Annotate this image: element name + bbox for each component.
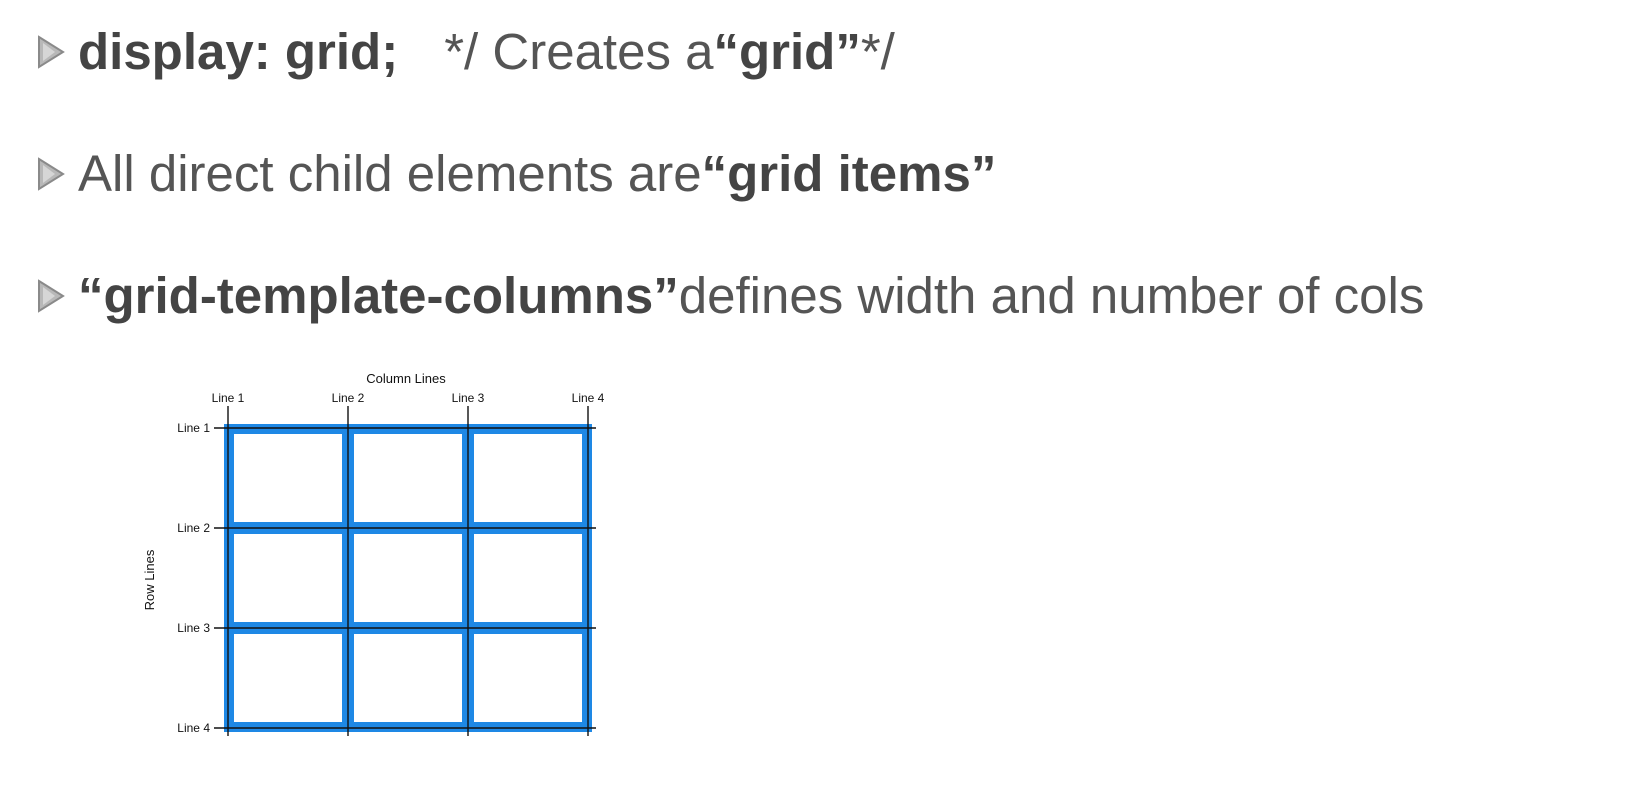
column-lines-title: Column Lines <box>366 372 446 386</box>
code-display-grid: display: grid; <box>78 23 399 80</box>
triangle-bullet-icon <box>38 34 65 69</box>
triangle-bullet-icon <box>38 278 65 313</box>
comment-close: */ <box>860 23 895 80</box>
column-line-label: Line 3 <box>452 391 485 405</box>
bullet-item-display-grid: display: grid; */ Creates a “grid” */ <box>36 26 895 77</box>
comment-text: */ Creates a <box>444 23 714 80</box>
grid-cells <box>224 424 592 732</box>
grid-cell <box>474 434 582 522</box>
row-line-label: Line 3 <box>177 621 210 635</box>
grid-cell <box>234 434 342 522</box>
column-line-group <box>227 406 589 736</box>
grid-cell <box>354 534 462 622</box>
grid-cell <box>234 534 342 622</box>
column-line-labels: Line 1 Line 2 Line 3 Line 4 <box>212 391 605 405</box>
grid-items-term: “grid items” <box>701 145 997 202</box>
row-line-label: Line 1 <box>177 421 210 435</box>
row-line-group <box>214 427 596 729</box>
child-elements-text: All direct child elements are <box>78 145 702 202</box>
grid-cell <box>354 634 462 722</box>
defines-width-text: defines width and number of cols <box>678 267 1425 324</box>
column-line-label: Line 1 <box>212 391 245 405</box>
grid-cell <box>354 434 462 522</box>
grid-term: “grid” <box>713 23 861 80</box>
row-line-label: Line 2 <box>177 521 210 535</box>
grid-template-columns-term: “grid-template-columns” <box>78 267 679 324</box>
grid-cell <box>234 634 342 722</box>
grid-cell <box>474 634 582 722</box>
column-line-label: Line 2 <box>332 391 365 405</box>
row-lines-title: Row Lines <box>142 549 157 610</box>
row-line-labels: Line 1 Line 2 Line 3 Line 4 <box>177 421 210 735</box>
column-line-label: Line 4 <box>572 391 605 405</box>
row-line-label: Line 4 <box>177 721 210 735</box>
grid-cell <box>474 534 582 622</box>
bullet-item-grid-items: All direct child elements are “grid item… <box>36 148 996 199</box>
bullet-item-template-columns: “grid-template-columns” defines width an… <box>36 270 1424 321</box>
triangle-bullet-icon <box>38 156 65 191</box>
